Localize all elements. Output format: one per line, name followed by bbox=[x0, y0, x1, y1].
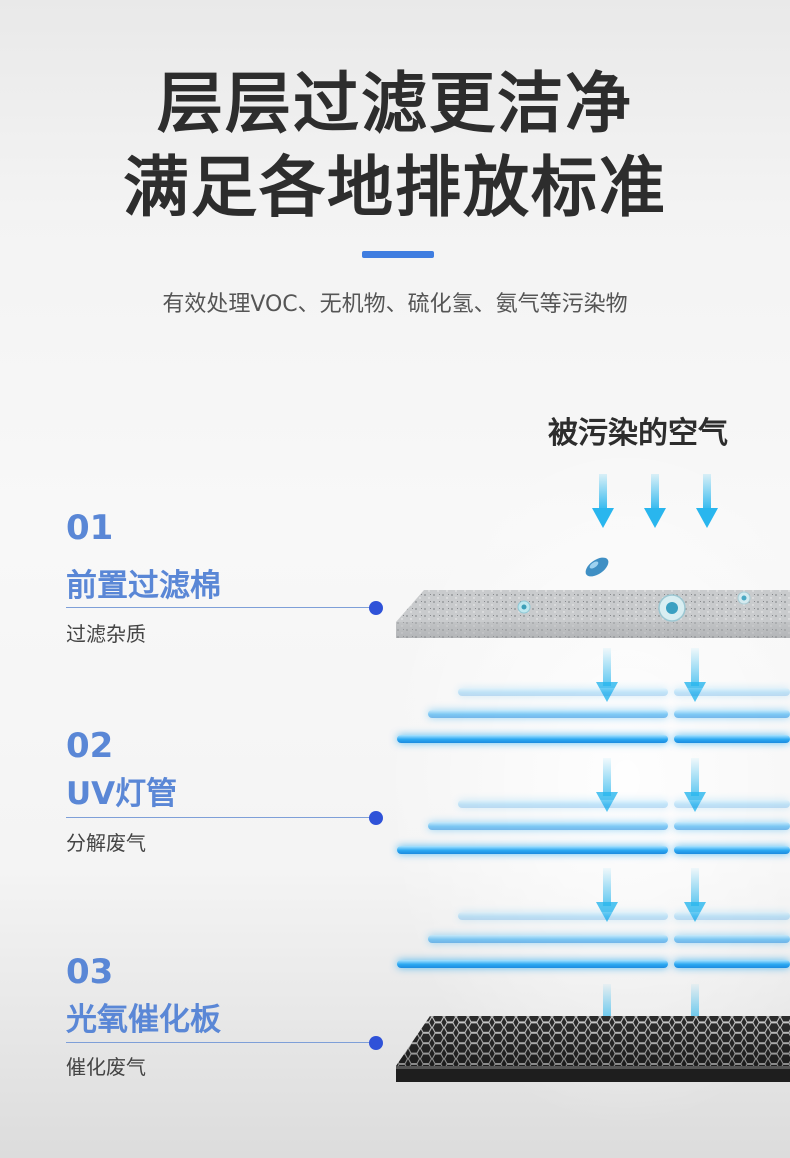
pollutant-particle-icon bbox=[585, 557, 609, 577]
uv-tube bbox=[674, 822, 790, 830]
stage-3-dot bbox=[369, 1036, 383, 1050]
background-glow bbox=[380, 430, 790, 1130]
flow-arrow-down-icon bbox=[596, 868, 618, 924]
stage-1-number: 01 bbox=[66, 508, 114, 548]
stage-3-number: 03 bbox=[66, 952, 114, 992]
air-arrow-down-icon bbox=[696, 474, 718, 530]
uv-tube bbox=[674, 960, 790, 968]
flow-arrow-down-icon bbox=[684, 758, 706, 814]
air-arrow-down-icon bbox=[592, 474, 614, 530]
headline-line-1: 层层过滤更洁净 bbox=[157, 65, 633, 142]
uv-tube bbox=[674, 800, 790, 808]
stage-1-title: 前置过滤棉 bbox=[66, 568, 221, 604]
stage-1-leader-line bbox=[66, 607, 372, 608]
uv-tube bbox=[458, 800, 668, 808]
flow-arrow-down-icon bbox=[684, 868, 706, 924]
stage-2-number: 02 bbox=[66, 726, 114, 766]
flow-arrow-down-icon bbox=[684, 648, 706, 704]
uv-tube bbox=[674, 710, 790, 718]
uv-tube bbox=[674, 735, 790, 743]
uv-tube bbox=[428, 822, 668, 830]
stage-2-description: 分解废气 bbox=[66, 831, 146, 855]
headline-line-2: 满足各地排放标准 bbox=[123, 149, 667, 226]
stage-3-title: 光氧催化板 bbox=[66, 1002, 221, 1038]
uv-tube bbox=[674, 846, 790, 854]
uv-tube bbox=[458, 912, 668, 920]
flow-arrow-down-icon bbox=[596, 758, 618, 814]
stage-3-leader-line bbox=[66, 1042, 372, 1043]
uv-tube bbox=[674, 935, 790, 943]
air-arrow-down-icon bbox=[644, 474, 666, 530]
stage-1-dot bbox=[369, 601, 383, 615]
uv-tube bbox=[458, 688, 668, 696]
stage-3-description: 催化废气 bbox=[66, 1055, 146, 1079]
filter-cotton-layer bbox=[396, 590, 790, 638]
uv-tube bbox=[674, 688, 790, 696]
accent-bar bbox=[362, 251, 434, 258]
uv-tube bbox=[397, 846, 668, 854]
stage-2-leader-line bbox=[66, 817, 372, 818]
stage-2-dot bbox=[369, 811, 383, 825]
polluted-air-label: 被污染的空气 bbox=[548, 416, 728, 451]
uv-tube bbox=[428, 710, 668, 718]
uv-tube bbox=[428, 935, 668, 943]
uv-tube bbox=[397, 960, 668, 968]
stage-1-description: 过滤杂质 bbox=[66, 622, 146, 646]
flow-arrow-down-icon bbox=[596, 648, 618, 704]
photocatalyst-plate bbox=[396, 1016, 790, 1082]
stage-2-title: UV灯管 bbox=[66, 776, 178, 812]
uv-tube bbox=[674, 912, 790, 920]
subtitle: 有效处理VOC、无机物、硫化氢、氨气等污染物 bbox=[162, 292, 628, 317]
uv-tube bbox=[397, 735, 668, 743]
